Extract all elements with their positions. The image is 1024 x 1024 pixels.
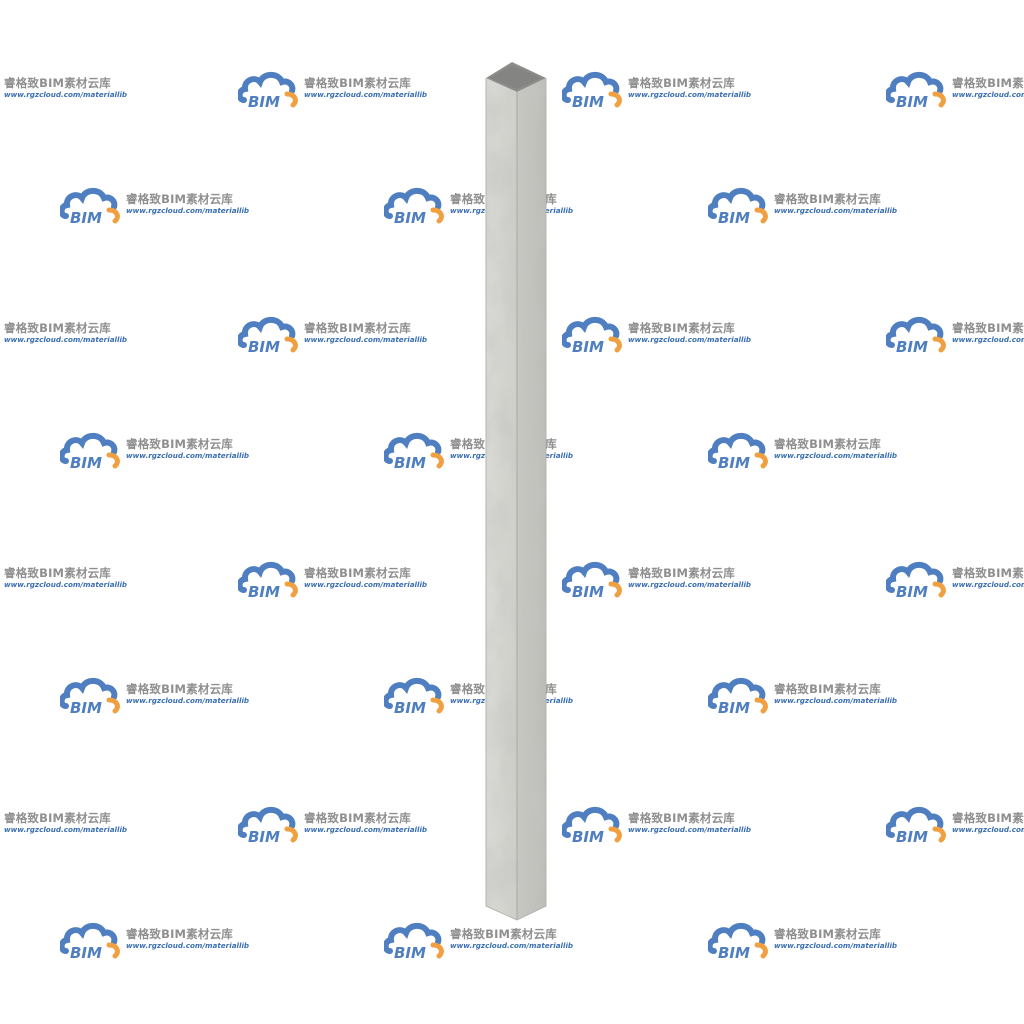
column-outline	[485, 78, 547, 921]
column-left-face	[486, 78, 517, 920]
column-right-face	[517, 78, 546, 920]
